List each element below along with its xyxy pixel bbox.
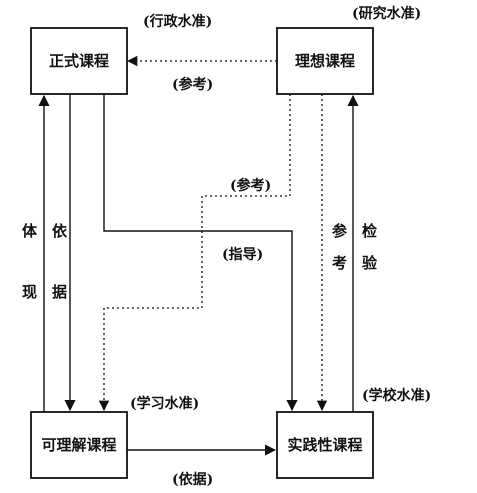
edge-ideal-to-understood xyxy=(98,94,291,412)
edge-label-formal-to-practiced: (指导) xyxy=(222,246,263,263)
vertical-label-refer-1: 参 xyxy=(332,222,348,240)
box-practiced-curriculum: 实践性课程 xyxy=(276,411,374,479)
box-understood-curriculum: 可理解课程 xyxy=(30,411,128,479)
box-practiced-label: 实践性课程 xyxy=(287,436,362,454)
box-formal-label: 正式课程 xyxy=(49,52,109,70)
vertical-label-verify-1: 检 xyxy=(362,222,377,240)
level-label-school: (学校水准) xyxy=(362,387,431,404)
box-formal-curriculum: 正式课程 xyxy=(30,27,128,95)
level-label-learning: (学习水准) xyxy=(130,395,199,412)
edge-formal-to-practiced xyxy=(103,94,298,412)
edge-label-ideal-to-understood: (参考) xyxy=(230,177,271,194)
box-understood-label: 可理解课程 xyxy=(41,436,116,454)
vertical-label-embody-2: 现 xyxy=(22,283,37,301)
edge-label-ideal-to-formal: (参考) xyxy=(172,76,213,93)
vertical-label-refer-2: 考 xyxy=(332,254,347,272)
vertical-label-based-1: 依 xyxy=(52,222,68,240)
vertical-label-embody-1: 体 xyxy=(22,222,38,240)
vertical-label-based-2: 据 xyxy=(52,283,67,301)
edge-label-understood-to-practiced: (依据) xyxy=(172,471,213,488)
level-label-research: (研究水准) xyxy=(352,5,421,22)
vertical-label-verify-2: 验 xyxy=(362,254,378,272)
box-ideal-label: 理想课程 xyxy=(295,52,355,70)
box-ideal-curriculum: 理想课程 xyxy=(276,27,374,95)
level-label-admin: (行政水准) xyxy=(143,13,212,30)
